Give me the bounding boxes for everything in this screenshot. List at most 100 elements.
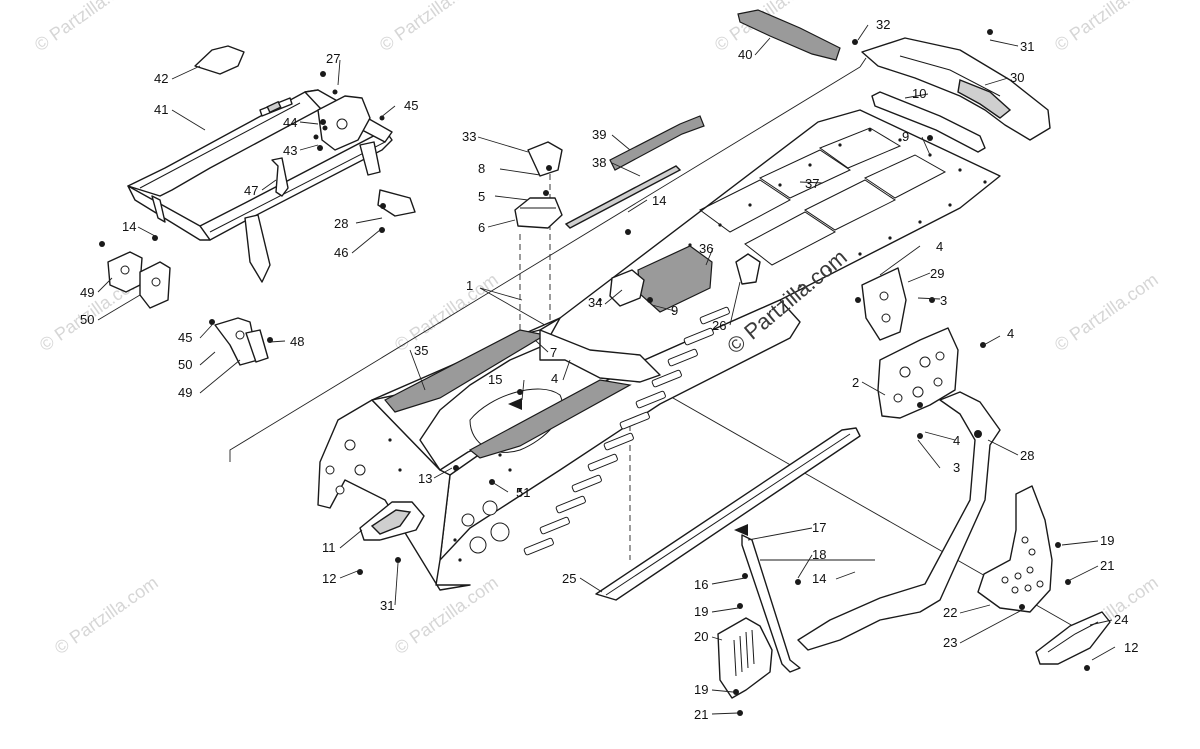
callout: 27 — [326, 51, 340, 66]
rear-rack — [127, 89, 393, 283]
rack-side-bracket-left — [107, 251, 171, 309]
rack-cap — [194, 45, 245, 75]
callout: 19 — [694, 682, 708, 697]
callout: 4 — [551, 371, 558, 386]
callout: 21 — [1100, 558, 1114, 573]
callout: 26 — [712, 318, 726, 333]
callout: 6 — [478, 220, 485, 235]
callout: 47 — [244, 183, 258, 198]
callout: 16 — [694, 577, 708, 592]
callout: 5 — [478, 189, 485, 204]
seat-strap — [609, 115, 705, 171]
tunnel-gusset — [735, 253, 761, 285]
callout: 12 — [1124, 640, 1138, 655]
watermark: © Partzilla.com — [1051, 269, 1162, 355]
running-board-pad-left — [384, 329, 547, 413]
callout: 39 — [592, 127, 606, 142]
arrow-marker — [734, 524, 748, 536]
callout: 9 — [902, 129, 909, 144]
callout: 14 — [652, 193, 666, 208]
rear-bumper — [861, 37, 1051, 141]
heat-shield — [717, 617, 773, 699]
callout: 10 — [912, 86, 926, 101]
callouts: 1 2 3 3 4 4 4 4 5 6 7 8 9 9 10 11 12 12 … — [80, 17, 1138, 722]
rack-strap — [271, 157, 289, 197]
tunnel-bracket — [871, 91, 986, 153]
callout: 8 — [478, 161, 485, 176]
callout: 38 — [592, 155, 606, 170]
callout: 28 — [1020, 448, 1034, 463]
step-bar-arm — [741, 534, 801, 673]
callout: 24 — [1114, 612, 1128, 627]
callout: 41 — [154, 102, 168, 117]
callout: 49 — [178, 385, 192, 400]
rear-flap-strip — [737, 9, 841, 61]
callout: 1 — [466, 278, 473, 293]
callout: 36 — [699, 241, 713, 256]
callout: 48 — [290, 334, 304, 349]
callout: 18 — [812, 547, 826, 562]
callout: 20 — [694, 629, 708, 644]
callout: 46 — [334, 245, 348, 260]
callout: 31 — [1020, 39, 1034, 54]
callout: 35 — [414, 343, 428, 358]
arrow-marker — [508, 398, 522, 410]
seat-rod — [564, 165, 682, 229]
callout: 14 — [812, 571, 826, 586]
callout: 28 — [334, 216, 348, 231]
callout: 50 — [80, 312, 94, 327]
watermark: © Partzilla.com — [31, 0, 142, 55]
callout: 33 — [462, 129, 476, 144]
callout: 2 — [852, 375, 859, 390]
callout: 44 — [283, 115, 297, 130]
callout: 31 — [380, 598, 394, 613]
watermark: © Partzilla.com — [1051, 0, 1162, 55]
callout: 40 — [738, 47, 752, 62]
callout: 49 — [80, 285, 94, 300]
callout: 45 — [404, 98, 418, 113]
callout: 14 — [122, 219, 136, 234]
callout: 13 — [418, 471, 432, 486]
callout: 3 — [953, 460, 960, 475]
callout: 12 — [322, 571, 336, 586]
callout: 17 — [812, 520, 826, 535]
rack-side-bracket-right — [214, 317, 269, 366]
callout: 45 — [178, 330, 192, 345]
foot-plate — [977, 485, 1053, 613]
callout: 21 — [694, 707, 708, 722]
watermark: © Partzilla.com — [376, 0, 487, 55]
callout: 29 — [930, 266, 944, 281]
running-board-pad-right — [468, 379, 632, 459]
callout: 4 — [936, 239, 943, 254]
callout: 30 — [1010, 70, 1024, 85]
callout: 25 — [562, 571, 576, 586]
callout: 4 — [953, 433, 960, 448]
callout: 15 — [488, 372, 502, 387]
callout: 34 — [588, 295, 602, 310]
latch-base — [514, 197, 563, 229]
callout: 9 — [671, 303, 678, 318]
callout: 7 — [550, 345, 557, 360]
callout: 42 — [154, 71, 168, 86]
callout: 19 — [694, 604, 708, 619]
callout: 11 — [322, 540, 336, 555]
watermark: © Partzilla.com — [51, 572, 162, 658]
callout: 3 — [940, 293, 947, 308]
side-plate-upper — [861, 267, 907, 341]
step-bar — [797, 391, 1001, 651]
leader-lines — [97, 24, 1116, 715]
callout: 19 — [1100, 533, 1114, 548]
callout: 22 — [943, 605, 957, 620]
callout: 37 — [805, 176, 819, 191]
clip — [609, 269, 645, 307]
callout: 32 — [876, 17, 890, 32]
latch-cover — [527, 141, 563, 177]
center-console — [539, 329, 661, 383]
callout: 4 — [1007, 326, 1014, 341]
callout: 51 — [516, 485, 530, 500]
rack-mount-bracket — [313, 89, 416, 217]
callout: 43 — [283, 143, 297, 158]
callout: 23 — [943, 635, 957, 650]
callout: 50 — [178, 357, 192, 372]
